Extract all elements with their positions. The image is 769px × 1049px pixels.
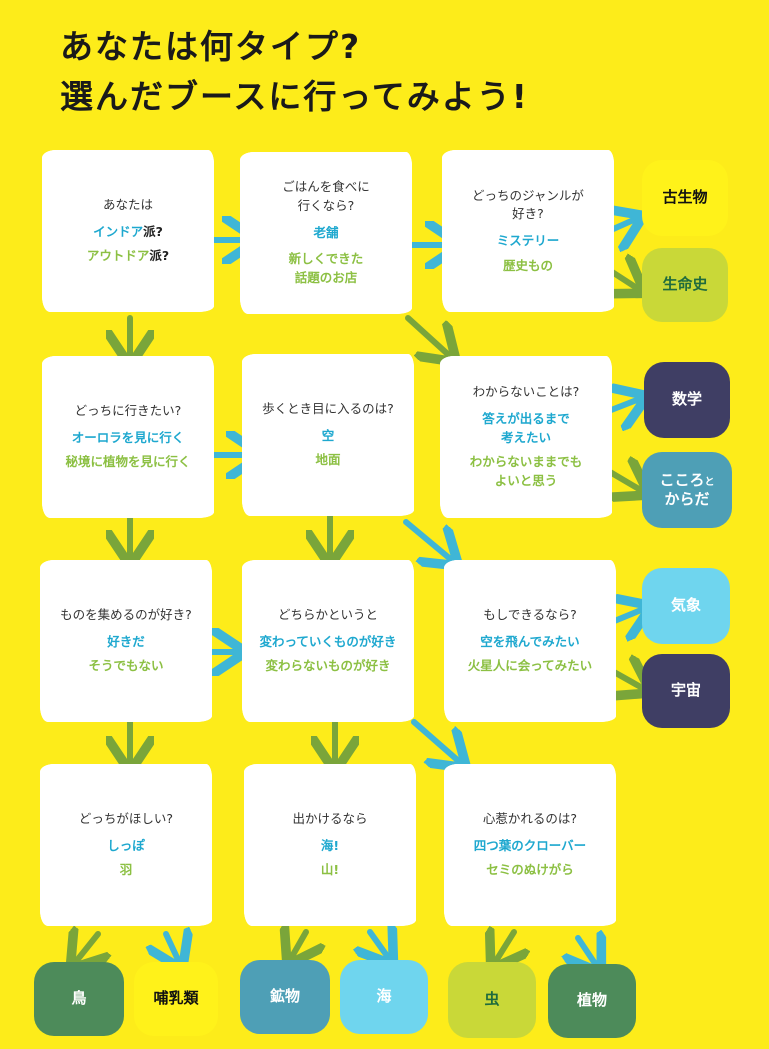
result-booth-uchu[interactable]: 宇宙 (642, 654, 730, 728)
question-text: ごはんを食べに (282, 179, 370, 195)
question-text: 好き? (512, 206, 544, 222)
arrow-c5-c9 (403, 519, 454, 562)
answer-green[interactable]: よいと思う (494, 473, 558, 489)
result-booth-kobutsu[interactable]: 鉱物 (240, 960, 330, 1034)
answer-green[interactable]: 秘境に植物を見に行く (65, 454, 191, 470)
answer-blue[interactable]: 答えが出るまで (482, 410, 570, 426)
answer-green[interactable]: 羽 (119, 862, 133, 878)
question-text: もしできるなら? (483, 606, 577, 622)
arrow-c2-c6 (405, 315, 452, 358)
answer-blue[interactable]: 海! (320, 837, 340, 853)
answer-green[interactable]: 火星人に会ってみたい (467, 658, 593, 674)
answer-green[interactable]: 山! (320, 862, 340, 878)
answer-green[interactable]: そうでもない (88, 658, 164, 674)
question-text: どっちに行きたい? (74, 402, 182, 418)
answer-blue[interactable]: 老舗 (313, 224, 339, 240)
arrow-c12-shokubutsu (578, 938, 598, 968)
result-booth-kosei[interactable]: 古生物 (642, 160, 728, 236)
question-text: 出かけるなら (292, 810, 368, 826)
page-title-line1: あなたは何タイプ? (60, 27, 362, 66)
arrow-c6-sugaku (603, 398, 642, 412)
result-label: こころ (659, 470, 705, 489)
question-card-11: 出かけるなら 海! 山! (244, 764, 416, 926)
answer-green[interactable]: セミのぬけがら (486, 862, 574, 878)
question-card-7: ものを集めるのが好き? 好きだ そうでもない (40, 560, 212, 722)
arrow-c9-uchu (614, 672, 646, 690)
question-text: 行くなら? (297, 197, 355, 213)
arrow-c9-kisho (609, 608, 646, 622)
arrow-c6-kokoro (610, 472, 644, 492)
result-label-small: と (704, 476, 715, 488)
question-text: あなたは (102, 196, 153, 212)
arrow-c12-mushi (494, 932, 514, 964)
answer-blue[interactable]: ミステリー (496, 233, 560, 248)
question-text: ものを集めるのが好き? (60, 606, 192, 622)
question-card-12: 心惹かれるのは? 四つ葉のクローバー セミのぬけがら (444, 764, 616, 926)
question-text: どちらかというと (277, 606, 378, 622)
answer-blue[interactable]: 好きだ (107, 633, 145, 649)
question-card-10: どっちがほしい? しっぽ 羽 (40, 764, 212, 926)
question-card-4: どっちに行きたい? オーロラを見に行く 秘境に植物を見に行く (42, 356, 214, 518)
arrow-c11-kobutsu (290, 932, 306, 960)
result-booth-kisho[interactable]: 気象 (642, 568, 730, 644)
question-text: わからないことは? (472, 384, 580, 400)
arrow-c11-umi (370, 932, 390, 960)
answer-blue[interactable]: しっぽ (107, 837, 145, 853)
result-booth-mushi[interactable]: 虫 (448, 962, 536, 1038)
answer-blue[interactable]: 空を飛んでみたい (480, 633, 580, 649)
arrow-c10-honyu (166, 934, 180, 964)
answer-blue[interactable]: 空 (321, 427, 335, 443)
question-text: どっちのジャンルが (472, 187, 584, 203)
answer-blue[interactable]: 変わっていくものが好き (259, 633, 397, 649)
answer-green[interactable]: 変わらないものが好き (265, 658, 391, 674)
arrow-c8-c12 (411, 719, 462, 764)
result-booth-umi[interactable]: 海 (340, 960, 428, 1034)
question-card-5: 歩くとき目に入るのは? 空 地面 (242, 354, 414, 516)
answer-suffix: 派? (149, 248, 170, 264)
question-card-9: もしできるなら? 空を飛んでみたい 火星人に会ってみたい (444, 560, 616, 722)
answer-green[interactable]: 地面 (315, 452, 341, 468)
question-text: どっちがほしい? (78, 810, 174, 826)
question-card-6: わからないことは? 答えが出るまで 考えたい わからないままでも よいと思う (440, 356, 612, 518)
result-booth-tori[interactable]: 鳥 (34, 962, 124, 1036)
answer-blue[interactable]: 考えたい (500, 429, 551, 445)
arrow-c10-tori (74, 934, 98, 964)
question-card-8: どちらかというと 変わっていくものが好き 変わらないものが好き (242, 560, 414, 722)
answer-blue[interactable]: オーロラを見に行く (71, 429, 185, 445)
question-card-3: どっちのジャンルが 好き? ミステリー 歴史もの (442, 150, 614, 312)
result-booth-sugaku[interactable]: 数学 (644, 362, 730, 438)
result-booth-kokoro[interactable]: こころと からだ (642, 452, 732, 528)
answer-green[interactable]: アウトドア (86, 248, 150, 264)
result-booth-seimei[interactable]: 生命史 (642, 248, 728, 322)
question-card-1: あなたは インドア派? アウトドア派? (42, 150, 214, 312)
question-card-2: ごはんを食べに 行くなら? 老舗 新しくできた 話題のお店 (240, 152, 412, 314)
answer-blue[interactable]: インドア (93, 223, 144, 239)
result-booth-shokubutsu[interactable]: 植物 (548, 964, 636, 1038)
page-title-line2: 選んだブースに行ってみよう! (60, 77, 529, 116)
answer-green[interactable]: 新しくできた (288, 251, 364, 267)
result-label: からだ (664, 490, 710, 508)
answer-green[interactable]: 歴史もの (502, 257, 553, 273)
result-booth-honyu[interactable]: 哺乳類 (134, 962, 218, 1036)
answer-green[interactable]: わからないままでも (469, 454, 583, 470)
answer-suffix: 派? (143, 223, 163, 239)
answer-blue[interactable]: 四つ葉のクローバー (473, 837, 587, 853)
answer-green[interactable]: 話題のお店 (294, 270, 358, 286)
question-text: 心惹かれるのは? (482, 810, 578, 826)
question-text: 歩くとき目に入るのは? (262, 400, 394, 416)
